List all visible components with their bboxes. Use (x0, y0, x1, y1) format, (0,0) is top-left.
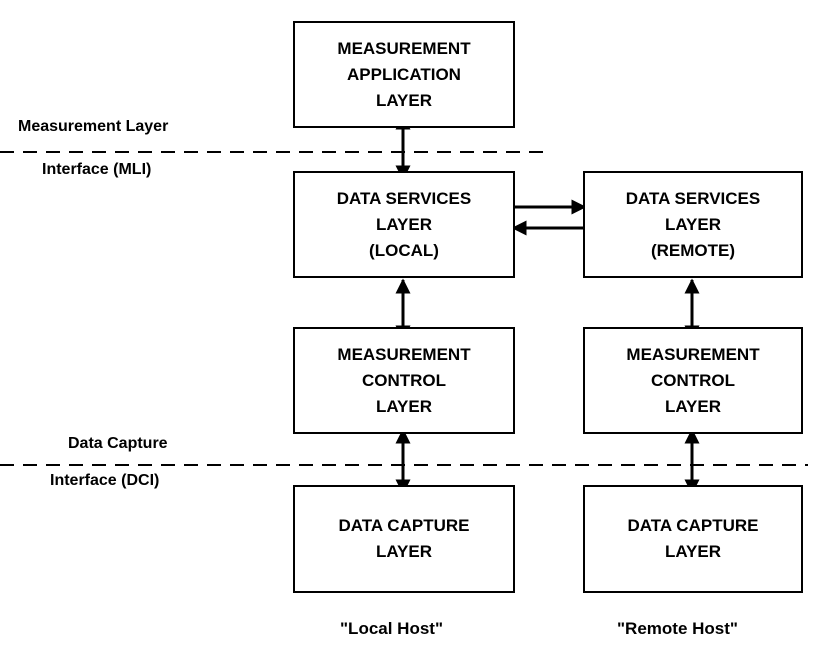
mli-label-line2: Interface (MLI) (42, 161, 152, 178)
local-host-caption: "Local Host" (340, 619, 444, 638)
data-services-local-label: DATA SERVICES LAYER (LOCAL) (336, 188, 472, 260)
mli-label-line1: Measurement Layer (18, 118, 169, 135)
dci-label-line2: Interface (DCI) (50, 472, 160, 489)
dci-label-line1: Data Capture (68, 435, 168, 452)
data-services-remote-box: DATA SERVICES LAYER (REMOTE) (583, 171, 803, 278)
remote-host-caption: "Remote Host" (617, 619, 738, 638)
data-services-remote-label: DATA SERVICES LAYER (REMOTE) (625, 188, 761, 260)
measurement-control-remote-box: MEASUREMENT CONTROL LAYER (583, 327, 803, 434)
measurement-application-layer-box: MEASUREMENT APPLICATION LAYER (293, 21, 515, 128)
data-capture-local-box: DATA CAPTURE LAYER (293, 485, 515, 593)
data-capture-remote-label: DATA CAPTURE LAYER (627, 516, 759, 561)
measurement-control-remote-label: MEASUREMENT CONTROL LAYER (626, 344, 760, 416)
data-capture-local-label: DATA CAPTURE LAYER (338, 516, 470, 561)
measurement-control-local-label: MEASUREMENT CONTROL LAYER (337, 344, 471, 416)
data-capture-remote-box: DATA CAPTURE LAYER (583, 485, 803, 593)
data-services-local-box: DATA SERVICES LAYER (LOCAL) (293, 171, 515, 278)
measurement-application-layer-label: MEASUREMENT APPLICATION LAYER (337, 38, 471, 110)
measurement-control-local-box: MEASUREMENT CONTROL LAYER (293, 327, 515, 434)
